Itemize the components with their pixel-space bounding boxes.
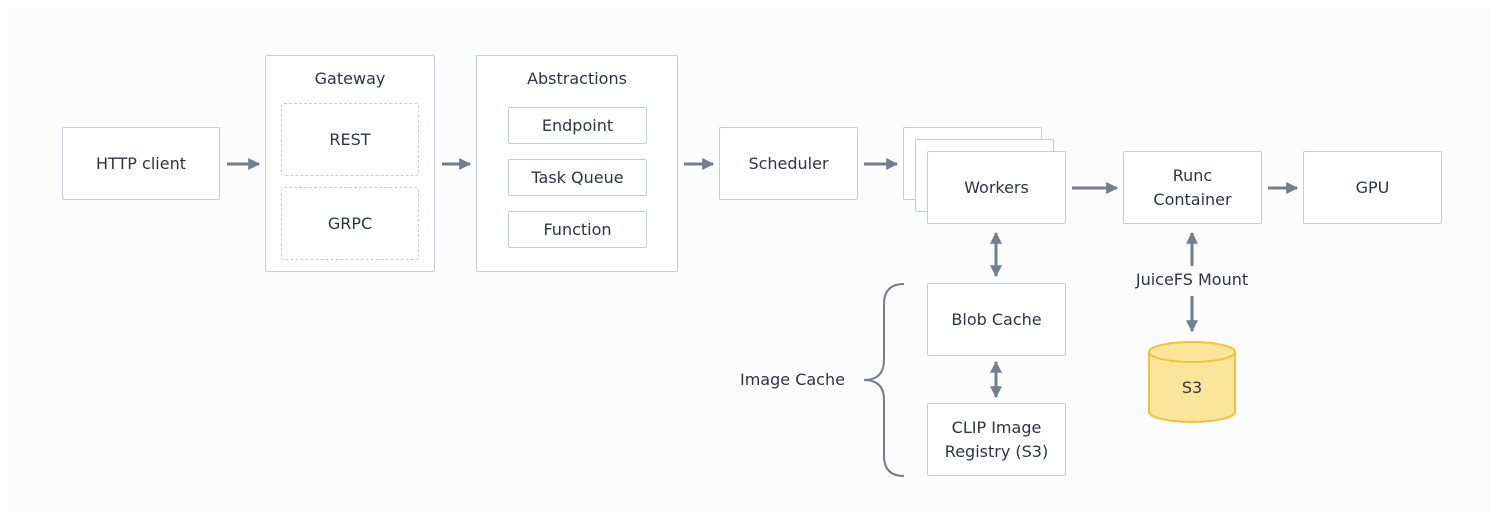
abstraction-function-label: Function bbox=[543, 219, 612, 239]
workers-label: Workers bbox=[964, 177, 1029, 197]
gateway-grpc-label: GRPC bbox=[327, 214, 373, 233]
clip-registry-label: CLIP Image Registry (S3) bbox=[944, 417, 1049, 461]
gateway-rest-node: REST bbox=[281, 103, 419, 176]
scheduler-label: Scheduler bbox=[748, 153, 829, 173]
runc-container-node: Runc Container bbox=[1123, 151, 1262, 224]
blob-cache-label: Blob Cache bbox=[951, 309, 1042, 329]
gpu-label: GPU bbox=[1355, 177, 1390, 197]
http-client-label: HTTP client bbox=[96, 153, 186, 173]
abstraction-endpoint-node: Endpoint bbox=[508, 107, 647, 144]
abstraction-taskqueue-node: Task Queue bbox=[508, 159, 647, 196]
abstraction-taskqueue-label: Task Queue bbox=[531, 167, 624, 187]
clip-registry-node: CLIP Image Registry (S3) bbox=[927, 403, 1066, 476]
abstractions-group: Abstractions Endpoint Task Queue Functio… bbox=[476, 55, 678, 272]
gpu-node: GPU bbox=[1303, 151, 1442, 224]
abstraction-endpoint-label: Endpoint bbox=[541, 115, 614, 135]
abstraction-function-node: Function bbox=[508, 211, 647, 248]
gateway-group: Gateway REST GRPC bbox=[265, 55, 435, 272]
image-cache-brace bbox=[863, 283, 905, 477]
s3-cylinder bbox=[1148, 341, 1236, 423]
runc-container-label: Runc Container bbox=[1153, 165, 1232, 209]
image-cache-label: Image Cache bbox=[740, 370, 845, 389]
diagram-canvas bbox=[8, 8, 1490, 512]
s3-label: S3 bbox=[1181, 378, 1203, 397]
workers-node: Workers bbox=[927, 151, 1066, 224]
http-client-node: HTTP client bbox=[62, 127, 220, 200]
scheduler-node: Scheduler bbox=[719, 127, 858, 200]
gateway-title: Gateway bbox=[314, 69, 386, 88]
juicefs-mount-label: JuiceFS Mount bbox=[1135, 270, 1249, 289]
gateway-grpc-node: GRPC bbox=[281, 187, 419, 260]
abstractions-title: Abstractions bbox=[527, 69, 627, 88]
blob-cache-node: Blob Cache bbox=[927, 283, 1066, 356]
gateway-rest-label: REST bbox=[329, 130, 371, 149]
